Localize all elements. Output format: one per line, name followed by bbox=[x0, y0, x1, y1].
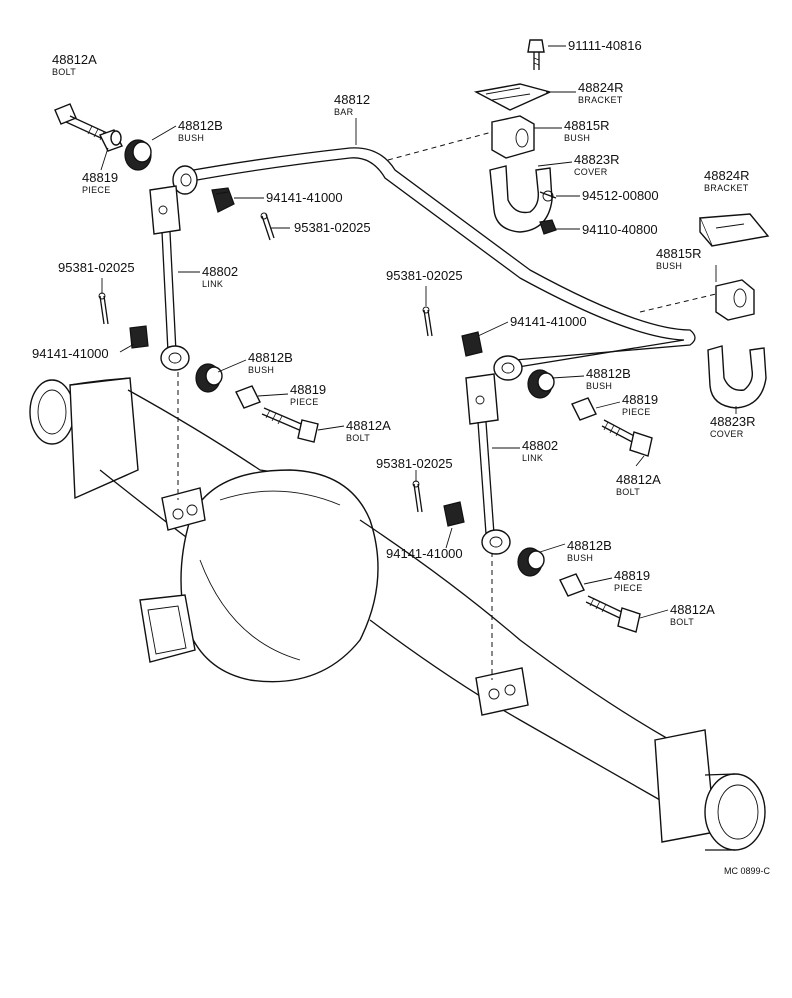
label-link-left-name: LINK bbox=[202, 279, 223, 289]
label-bush-top-name: BUSH bbox=[564, 133, 590, 143]
bush-right-shape bbox=[715, 279, 755, 321]
label-bolt-a-mid-right-number: 48812A bbox=[616, 472, 661, 487]
cotter-pin-top-left-shape bbox=[260, 212, 275, 241]
piece-top-left-shape bbox=[99, 129, 123, 152]
label-bush-right-name: BUSH bbox=[656, 261, 682, 271]
label-piece-low-right-number: 48819 bbox=[614, 568, 650, 583]
stabilizer-bar bbox=[172, 147, 696, 381]
leader-lines bbox=[100, 45, 737, 619]
label-bolt-a-top-left-name: BOLT bbox=[52, 67, 76, 77]
label-pin-low-number: 95381-02025 bbox=[376, 456, 453, 471]
label-nut-top-left-number: 94141-41000 bbox=[266, 190, 343, 205]
link-right bbox=[465, 373, 511, 555]
bush-mid-left-shape bbox=[195, 363, 223, 393]
bush-mid-right-shape bbox=[527, 369, 555, 399]
cotter-pin-mid-shape bbox=[422, 306, 433, 337]
label-nut-mid-right-number: 94141-41000 bbox=[510, 314, 587, 329]
nut-top-left-shape bbox=[211, 187, 235, 213]
washer-top-shape bbox=[539, 190, 557, 202]
label-bracket-right-name: BRACKET bbox=[704, 183, 749, 193]
label-pin-left-number: 95381-02025 bbox=[58, 260, 135, 275]
label-bolt-a-low-right-name: BOLT bbox=[670, 617, 694, 627]
label-cover-right-name: COVER bbox=[710, 429, 744, 439]
label-bolt-a-mid-right-name: BOLT bbox=[616, 487, 640, 497]
label-bolt-a-low-right-number: 48812A bbox=[670, 602, 715, 617]
label-link-left-number: 48802 bbox=[202, 264, 238, 279]
label-piece-mid-right-number: 48819 bbox=[622, 392, 658, 407]
label-bolt-a-top-left-number: 48812A bbox=[52, 52, 97, 67]
label-cover-top-number: 48823R bbox=[574, 152, 620, 167]
label-cover-top-name: COVER bbox=[574, 167, 608, 177]
label-pin-mid-number: 95381-02025 bbox=[386, 268, 463, 283]
label-bush-b-low-right-name: BUSH bbox=[567, 553, 593, 563]
label-bar-number: 48812 bbox=[334, 92, 370, 107]
label-nut-bracket-number: 94110-40800 bbox=[582, 222, 658, 237]
hidden-reference-lines bbox=[177, 131, 717, 680]
label-piece-mid-left-number: 48819 bbox=[290, 382, 326, 397]
nut-bracket-shape bbox=[539, 219, 557, 235]
label-piece-top-left-name: PIECE bbox=[82, 185, 111, 195]
label-cover-right-number: 48823R bbox=[710, 414, 756, 429]
diagram-code: MC 0899-C bbox=[724, 866, 771, 876]
cotter-pin-left-shape bbox=[98, 292, 109, 325]
cover-top-shape bbox=[489, 165, 553, 233]
bolt-top-shape bbox=[527, 39, 545, 70]
label-nut-low-number: 94141-41000 bbox=[386, 546, 463, 561]
nut-left-shape bbox=[129, 325, 149, 349]
label-bush-b-mid-right-number: 48812B bbox=[586, 366, 631, 381]
bracket-right-shape bbox=[698, 213, 770, 247]
bolt-mid-right-shape bbox=[601, 419, 653, 457]
label-bush-b-top-left-name: BUSH bbox=[178, 133, 204, 143]
label-bolt-a-mid-left-number: 48812A bbox=[346, 418, 391, 433]
label-bolt-top-number: 91111-40816 bbox=[568, 38, 642, 53]
bolt-low-right-shape bbox=[585, 595, 641, 633]
label-pin-top-left-number: 95381-02025 bbox=[294, 220, 371, 235]
bolt-mid-left-shape bbox=[261, 407, 319, 443]
bush-top-left-shape bbox=[124, 139, 152, 171]
label-washer-top-number: 94512-00800 bbox=[582, 188, 659, 203]
label-piece-mid-right-name: PIECE bbox=[622, 407, 651, 417]
label-bolt-a-mid-left-name: BOLT bbox=[346, 433, 370, 443]
piece-low-right-shape bbox=[559, 573, 585, 597]
bracket-top-shape bbox=[473, 83, 553, 111]
part-labels: 48812A BOLT 48819 PIECE 48812B BUSH 4881… bbox=[32, 38, 771, 876]
link-left bbox=[149, 185, 190, 371]
label-piece-low-right-name: PIECE bbox=[614, 583, 643, 593]
label-bush-b-mid-left-number: 48812B bbox=[248, 350, 293, 365]
label-bush-top-number: 48815R bbox=[564, 118, 610, 133]
nut-low-shape bbox=[443, 501, 465, 527]
cotter-pin-low-shape bbox=[412, 480, 423, 513]
label-link-right-name: LINK bbox=[522, 453, 543, 463]
rear-axle-housing bbox=[29, 377, 766, 851]
label-bush-b-mid-right-name: BUSH bbox=[586, 381, 612, 391]
label-piece-top-left-number: 48819 bbox=[82, 170, 118, 185]
nut-mid-right-shape bbox=[461, 331, 483, 357]
label-bar-name: BAR bbox=[334, 107, 354, 117]
cover-right-shape bbox=[707, 345, 767, 409]
label-bracket-top-name: BRACKET bbox=[578, 95, 623, 105]
label-bush-b-low-right-number: 48812B bbox=[567, 538, 612, 553]
label-link-right-number: 48802 bbox=[522, 438, 558, 453]
bush-low-right-shape bbox=[517, 547, 545, 577]
label-nut-left-number: 94141-41000 bbox=[32, 346, 109, 361]
label-piece-mid-left-name: PIECE bbox=[290, 397, 319, 407]
label-bush-b-mid-left-name: BUSH bbox=[248, 365, 274, 375]
label-bracket-right-number: 48824R bbox=[704, 168, 750, 183]
label-bush-right-number: 48815R bbox=[656, 246, 702, 261]
label-bush-b-top-left-number: 48812B bbox=[178, 118, 223, 133]
label-bracket-top-number: 48824R bbox=[578, 80, 624, 95]
piece-mid-left-shape bbox=[235, 385, 261, 409]
bush-top-shape bbox=[491, 115, 535, 159]
piece-mid-right-shape bbox=[571, 397, 597, 421]
